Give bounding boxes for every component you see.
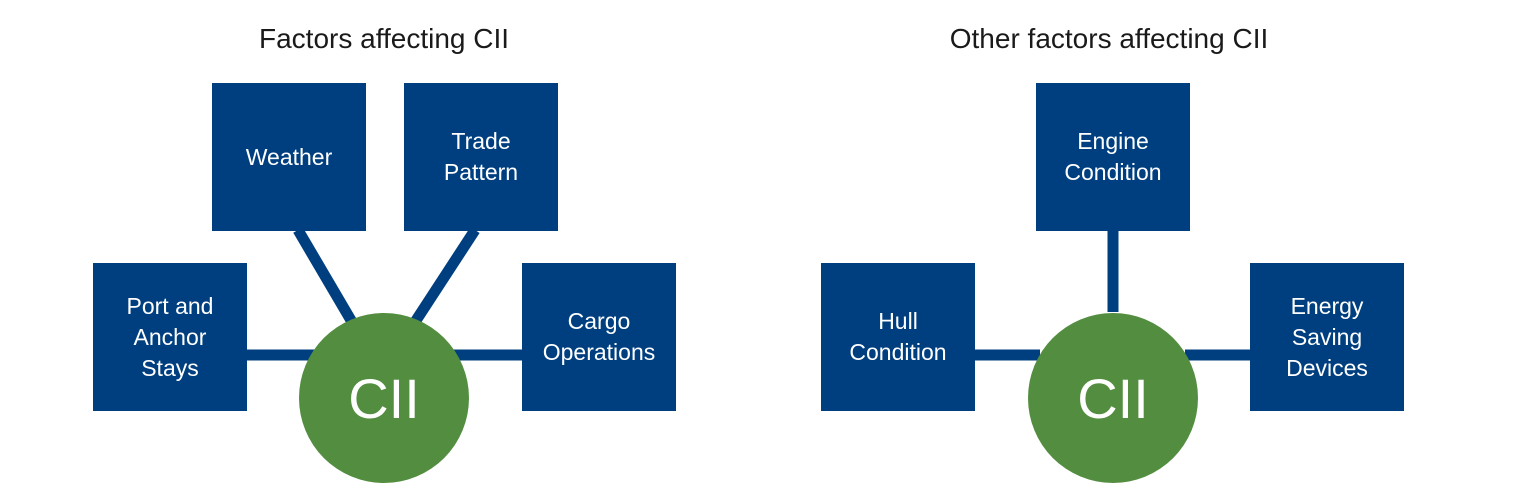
factor-label: Engine Condition [1064,128,1162,185]
factor-label: Weather [245,143,333,170]
factor-box-cargo-operations: Cargo Operations [522,263,676,411]
cii-hub-right: CII [1028,313,1198,483]
right-diagram-title: Other factors affecting CII [949,23,1269,54]
factor-label: Cargo Operations [542,308,656,365]
factor-box-energy-saving: Energy Saving Devices [1250,263,1404,411]
link-trade-pattern [410,226,480,326]
factor-box-trade-pattern: Trade Pattern [404,83,558,231]
link-weather [293,227,357,325]
factor-label: Trade Pattern [443,128,519,185]
factor-label: Energy Saving Devices [1286,292,1368,381]
factor-label: Port and Anchor Stays [126,292,214,381]
factor-box-port-anchor: Port and Anchor Stays [93,263,247,411]
factor-label: Hull Condition [849,308,947,365]
factor-box-hull-condition: Hull Condition [821,263,975,411]
left-diagram-title: Factors affecting CII [258,23,510,54]
factor-box-weather: Weather [212,83,366,231]
factor-box-engine-condition: Engine Condition [1036,83,1190,231]
cii-hub-left: CII [299,313,469,483]
